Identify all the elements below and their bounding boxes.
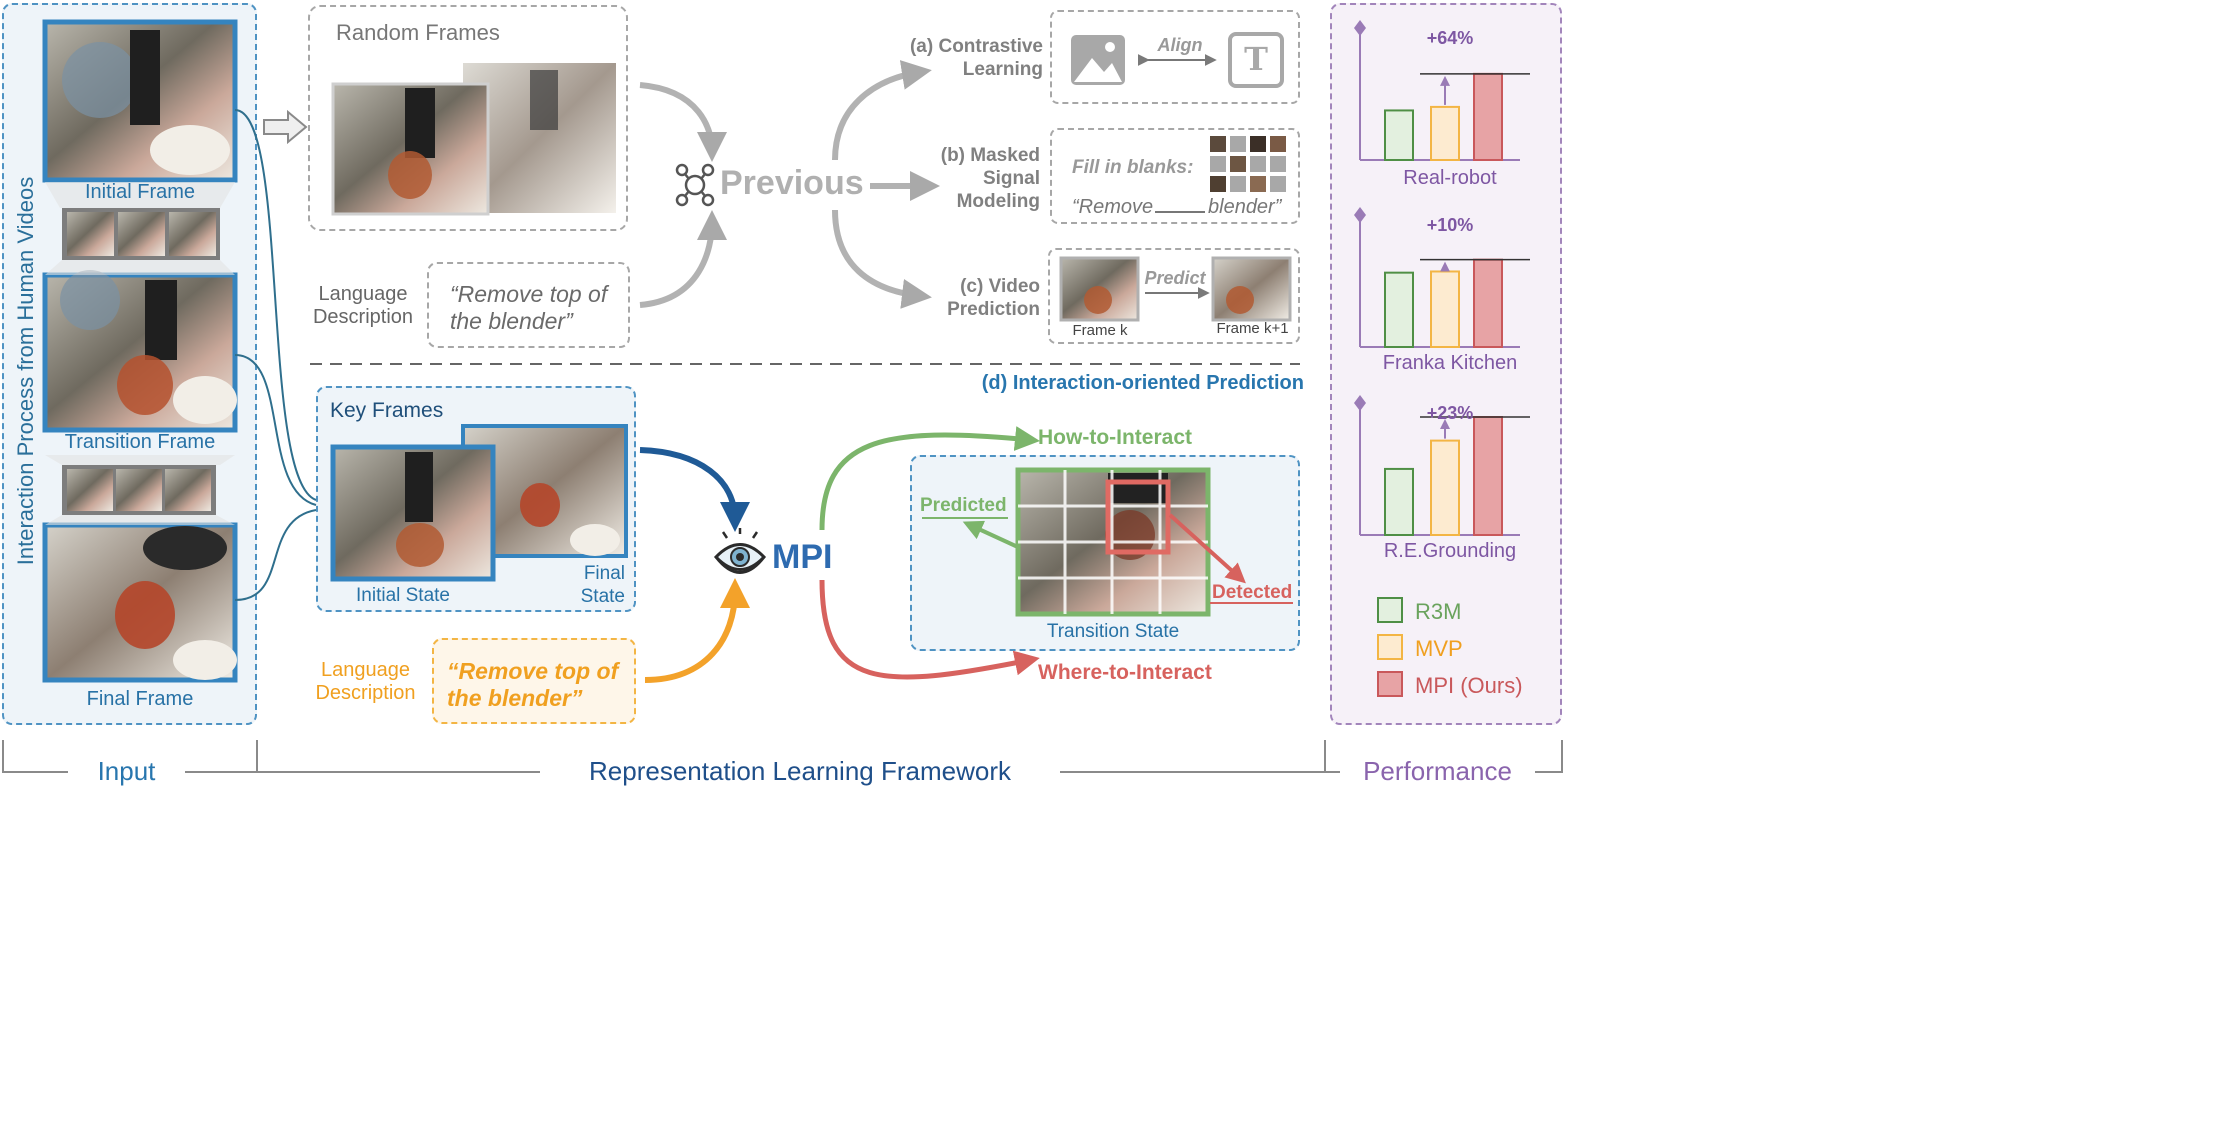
bottom-performance-label: Performance: [1363, 756, 1512, 786]
key-frames-title: Key Frames: [330, 399, 444, 422]
network-icon: [675, 163, 715, 207]
image-icon: [1071, 35, 1125, 85]
how-to-interact-label: How-to-Interact: [1038, 426, 1192, 449]
legend-swatch-mvp: [1377, 634, 1403, 660]
final-frame-image: [42, 522, 238, 683]
legend-label-mvp: MVP: [1415, 636, 1463, 661]
predict-label: Predict: [1144, 268, 1206, 288]
masked-patches-icon: [1210, 136, 1286, 192]
masked-label-2: Signal: [982, 168, 1040, 189]
random-frame-front: [331, 82, 490, 216]
perf-label-3: R.E.Grounding: [1383, 540, 1517, 562]
frame-k1-image: [1211, 256, 1292, 322]
interaction-prediction-title: (d) Interaction-oriented Prediction: [981, 372, 1304, 394]
random-frames-title: Random Frames: [336, 20, 500, 45]
bottom-framework-label: Representation Learning Framework: [589, 756, 1011, 786]
text-icon: [1228, 32, 1284, 88]
transition-frame-image: [42, 270, 238, 433]
masked-label-3: Modeling: [956, 191, 1040, 212]
perf-gain-3: +23%: [1426, 403, 1474, 423]
bottom-bracket: [2, 740, 1563, 773]
contrastive-label-1: (a) Contrastive: [909, 36, 1043, 57]
chart-2-bar-r3m: [1384, 271, 1414, 348]
masked-box: [1050, 128, 1300, 224]
remove-blender-1: “Remove: [1072, 196, 1154, 218]
prev-language-label-2: Description: [312, 306, 414, 328]
initial-state-image: [330, 444, 496, 582]
mpi-language-label-1: Language: [321, 659, 410, 681]
chart-1-bar-mpi: [1473, 72, 1503, 161]
contrastive-box: [1050, 10, 1300, 104]
chart-3-bar-r3m: [1384, 467, 1414, 537]
transition-state-label: Transition State: [1046, 621, 1180, 642]
align-label: Align: [1157, 35, 1203, 55]
legend-swatch-r3m: [1377, 597, 1403, 623]
perf-gain-2: +10%: [1426, 215, 1474, 235]
prev-quote-1: “Remove top of: [450, 281, 608, 307]
mpi-language-label-2: Description: [315, 682, 416, 704]
where-to-interact-label: Where-to-Interact: [1038, 661, 1212, 684]
final-frame-label: Final Frame: [86, 688, 194, 710]
prev-language-label-1: Language: [318, 283, 408, 305]
transition-frame-label: Transition Frame: [64, 431, 216, 453]
chart-1-axis-diamond: [1354, 20, 1366, 36]
perf-label-2: Franka Kitchen: [1382, 352, 1518, 374]
previous-title: Previous: [720, 164, 864, 202]
chart-3-bar-mpi: [1473, 416, 1503, 536]
video-pred-label-1: (c) Video: [960, 276, 1040, 297]
chart-1-bar-mvp: [1430, 105, 1460, 161]
eye-icon: [713, 528, 767, 574]
chart-2-axis-diamond: [1354, 207, 1366, 223]
detected-label: Detected: [1212, 582, 1293, 603]
legend-label-mpi: MPI (Ours): [1415, 673, 1523, 698]
mpi-quote-2: the blender”: [447, 685, 583, 711]
perf-label-1: Real-robot: [1403, 167, 1497, 189]
frame-k1-label: Frame k+1: [1216, 320, 1289, 337]
prev-language-box: [427, 262, 630, 348]
initial-frame-image: [42, 19, 238, 183]
remove-blender-2: blender”: [1208, 196, 1282, 218]
legend-swatch-mpi: [1377, 671, 1403, 697]
final-state-label-1: Final: [583, 563, 625, 584]
frame-k-label: Frame k: [1072, 322, 1128, 339]
mpi-language-box: [432, 638, 636, 724]
mpi-title: MPI: [772, 538, 833, 576]
contrastive-label-2: Learning: [962, 59, 1043, 80]
input-vertical-title: Interaction Process from Human Videos: [13, 176, 38, 566]
chart-3-bar-mvp: [1430, 439, 1460, 537]
chart-3-axis-diamond: [1354, 395, 1366, 411]
legend-label-r3m: R3M: [1415, 599, 1462, 624]
chart-2-bar-mpi: [1473, 258, 1503, 348]
frame-k-image: [1059, 256, 1140, 322]
perf-gain-1: +64%: [1426, 28, 1474, 48]
chart-2-bar-mvp: [1430, 270, 1460, 349]
final-state-label-2: State: [580, 586, 625, 607]
performance-charts: [1354, 20, 1530, 537]
initial-state-label: Initial State: [356, 585, 450, 606]
mpi-quote-1: “Remove top of: [447, 658, 619, 684]
masked-label-1: (b) Masked: [940, 145, 1040, 166]
initial-frame-label: Initial Frame: [84, 181, 196, 203]
text-icon-letter: T: [1244, 40, 1268, 78]
bottom-input-label: Input: [97, 756, 156, 786]
prev-quote-2: the blender”: [450, 308, 573, 334]
video-pred-label-2: Prediction: [947, 299, 1040, 320]
fill-blanks-label: Fill in blanks:: [1072, 157, 1194, 178]
predicted-label: Predicted: [920, 495, 1007, 516]
random-frames-box: [308, 5, 628, 231]
chart-1-bar-r3m: [1384, 109, 1414, 162]
video-prediction-box: [1048, 248, 1300, 344]
thumbnail-strip-2: [45, 455, 235, 525]
thumbnail-strip-1: [45, 182, 235, 275]
transition-state-image: [1015, 467, 1211, 617]
input-arrow: [263, 109, 308, 145]
